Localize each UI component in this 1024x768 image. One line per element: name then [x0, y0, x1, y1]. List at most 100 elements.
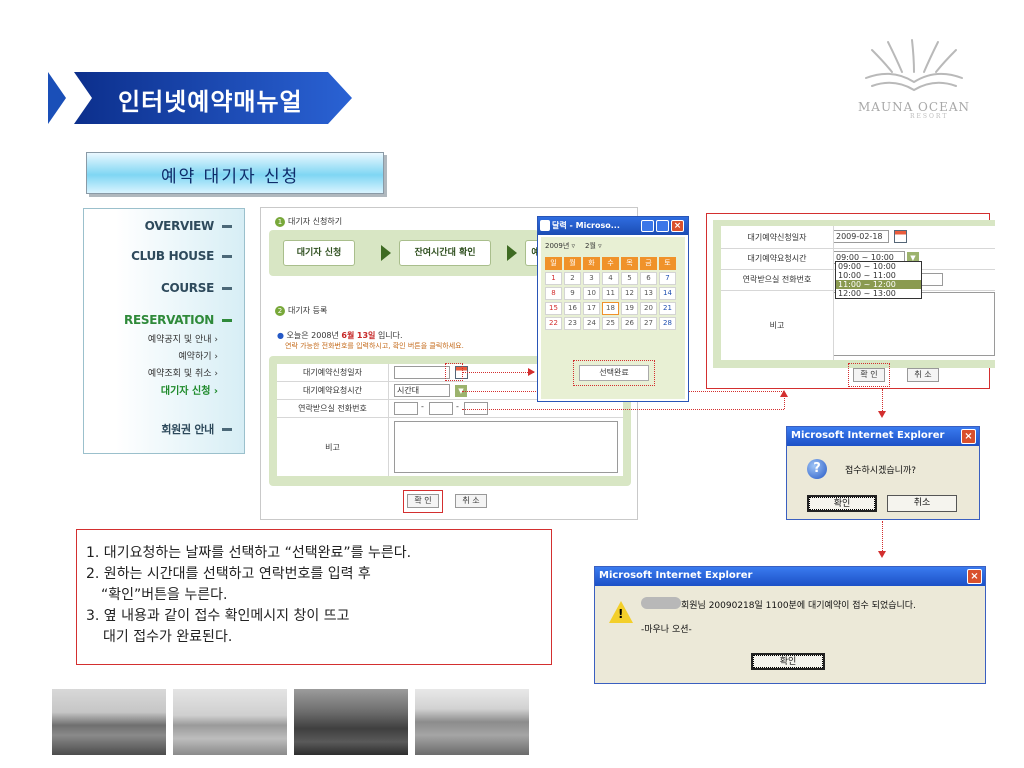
arrow-right-icon — [381, 245, 391, 261]
step-number-icon: 1 — [275, 216, 285, 227]
year-select[interactable]: 2009년 ▿ — [545, 242, 575, 250]
nav-course[interactable]: COURSE — [161, 281, 232, 295]
ok-button[interactable]: 확인 — [751, 653, 825, 670]
weekday-header: 수 — [602, 257, 619, 270]
side-nav: OVERVIEW CLUB HOUSE COURSE RESERVATION 예… — [83, 208, 245, 454]
form-row-note: 비고 — [277, 418, 623, 476]
calendar-day[interactable]: 21 — [659, 302, 676, 315]
nav-sub-lookup[interactable]: 예약조회 및 취소 › — [147, 369, 218, 379]
today-text: ● 오늘은 2008년 6월 13일 입니다. — [277, 331, 403, 340]
calendar-day[interactable]: 2 — [564, 272, 581, 285]
maximize-icon[interactable] — [656, 220, 669, 232]
step-waitlist-button[interactable]: 대기자 신청 — [283, 240, 355, 266]
time-option-selected[interactable]: 11:00 ~ 12:00 — [836, 280, 921, 289]
time-select[interactable]: 시간대 — [394, 384, 450, 397]
select-done-button[interactable]: 선택완료 — [579, 365, 649, 381]
highlight-box — [573, 360, 655, 386]
resort-logo-icon — [865, 39, 963, 92]
calendar-day[interactable]: 13 — [640, 287, 657, 300]
calendar-day[interactable]: 12 — [621, 287, 638, 300]
calendar-day[interactable]: 10 — [583, 287, 600, 300]
steps-bar: 대기자 신청 잔여시간대 확인 예 — [269, 230, 545, 276]
dialog-signature: -마우나 오션- — [641, 625, 692, 635]
weekday-header: 토 — [659, 257, 676, 270]
calendar-day[interactable]: 28 — [659, 317, 676, 330]
course-photo — [52, 689, 166, 755]
calendar-day[interactable]: 6 — [640, 272, 657, 285]
nav-sub-waitlist[interactable]: 대기자 신청 › — [160, 386, 218, 397]
course-photo — [294, 689, 408, 755]
cancel-button[interactable]: 취 소 — [907, 368, 939, 382]
section-header: 예약 대기자 신청 — [86, 152, 384, 194]
calendar-day[interactable]: 17 — [583, 302, 600, 315]
course-photo — [173, 689, 287, 755]
calendar-day[interactable]: 5 — [621, 272, 638, 285]
weekday-header: 금 — [640, 257, 657, 270]
phone-input-3[interactable] — [464, 402, 488, 415]
confirm-button[interactable]: 확 인 — [853, 368, 885, 382]
step-remaining-button[interactable]: 잔여시간대 확인 — [399, 240, 491, 266]
calendar-day[interactable]: 15 — [545, 302, 562, 315]
calendar-day[interactable]: 25 — [602, 317, 619, 330]
close-icon[interactable]: × — [967, 569, 982, 584]
calendar-day[interactable]: 19 — [621, 302, 638, 315]
weekday-header: 목 — [621, 257, 638, 270]
calendar-icon[interactable] — [894, 230, 907, 243]
close-icon[interactable]: × — [671, 220, 684, 232]
step-number-icon: 2 — [275, 305, 285, 316]
calendar-day[interactable]: 9 — [564, 287, 581, 300]
time-option[interactable]: 10:00 ~ 11:00 — [838, 271, 896, 280]
highlight-box — [445, 363, 463, 381]
month-select[interactable]: 2월 ▿ — [585, 242, 602, 250]
calendar-day[interactable]: 3 — [583, 272, 600, 285]
cancel-button[interactable]: 취소 — [887, 495, 957, 512]
cancel-button[interactable]: 취 소 — [455, 494, 487, 508]
minimize-icon[interactable] — [641, 220, 654, 232]
arrow-up-icon — [780, 390, 788, 397]
nav-sub-notice[interactable]: 예약공지 및 안내 › — [147, 335, 218, 345]
calendar-day[interactable]: 11 — [602, 287, 619, 300]
calendar-day[interactable]: 4 — [602, 272, 619, 285]
header-banner — [48, 72, 352, 124]
time-dropdown-list[interactable]: 09:00 ~ 10:00 10:00 ~ 11:00 11:00 ~ 12:0… — [835, 261, 922, 299]
course-photo — [415, 689, 529, 755]
chevron-down-icon[interactable]: ▼ — [455, 385, 467, 397]
nav-overview[interactable]: OVERVIEW — [145, 219, 232, 233]
completion-dialog: Microsoft Internet Explorer × ! 회원님 2009… — [594, 566, 986, 684]
calendar-day[interactable]: 1 — [545, 272, 562, 285]
question-icon: ? — [807, 459, 827, 479]
calendar-day[interactable]: 18 — [602, 302, 619, 315]
confirm-button[interactable]: 확 인 — [407, 494, 439, 508]
connector-line — [882, 389, 883, 411]
calendar-day[interactable]: 16 — [564, 302, 581, 315]
calendar-day[interactable]: 24 — [583, 317, 600, 330]
instruction-line: “확인”버튼을 누른다. — [101, 587, 228, 603]
ok-button[interactable]: 확인 — [807, 495, 877, 512]
nav-club-house[interactable]: CLUB HOUSE — [131, 249, 232, 263]
date-input[interactable] — [394, 366, 450, 379]
nav-reservation[interactable]: RESERVATION — [124, 313, 232, 327]
time-option[interactable]: 09:00 ~ 10:00 — [838, 262, 896, 271]
calendar-titlebar: 달력 - Microso... × — [538, 217, 688, 235]
note-textarea[interactable] — [833, 292, 995, 356]
calendar-day[interactable]: 22 — [545, 317, 562, 330]
calendar-day[interactable]: 27 — [640, 317, 657, 330]
calendar-day[interactable]: 23 — [564, 317, 581, 330]
instruction-line: 2. 원하는 시간대를 선택하고 연락번호를 입력 후 — [86, 566, 371, 582]
ie-page-icon — [540, 220, 550, 231]
note-textarea[interactable] — [394, 421, 618, 473]
phone-input-1[interactable] — [394, 402, 418, 415]
phone-input-2[interactable] — [429, 402, 453, 415]
calendar-day[interactable]: 7 — [659, 272, 676, 285]
calendar-day[interactable]: 20 — [640, 302, 657, 315]
nav-membership[interactable]: 회원권 안내 — [161, 421, 232, 437]
calendar-day[interactable]: 14 — [659, 287, 676, 300]
close-icon[interactable]: × — [961, 429, 976, 444]
calendar-day[interactable]: 8 — [545, 287, 562, 300]
confirm-dialog: Microsoft Internet Explorer × ? 접수하시겠습니까… — [786, 426, 980, 520]
nav-sub-reserve[interactable]: 예약하기 › — [178, 352, 218, 362]
form-row-date: 대기예약신청일자 — [277, 364, 623, 382]
calendar-day[interactable]: 26 — [621, 317, 638, 330]
time-option[interactable]: 12:00 ~ 13:00 — [838, 289, 896, 298]
date-input[interactable]: 2009-02-18 — [833, 230, 889, 243]
